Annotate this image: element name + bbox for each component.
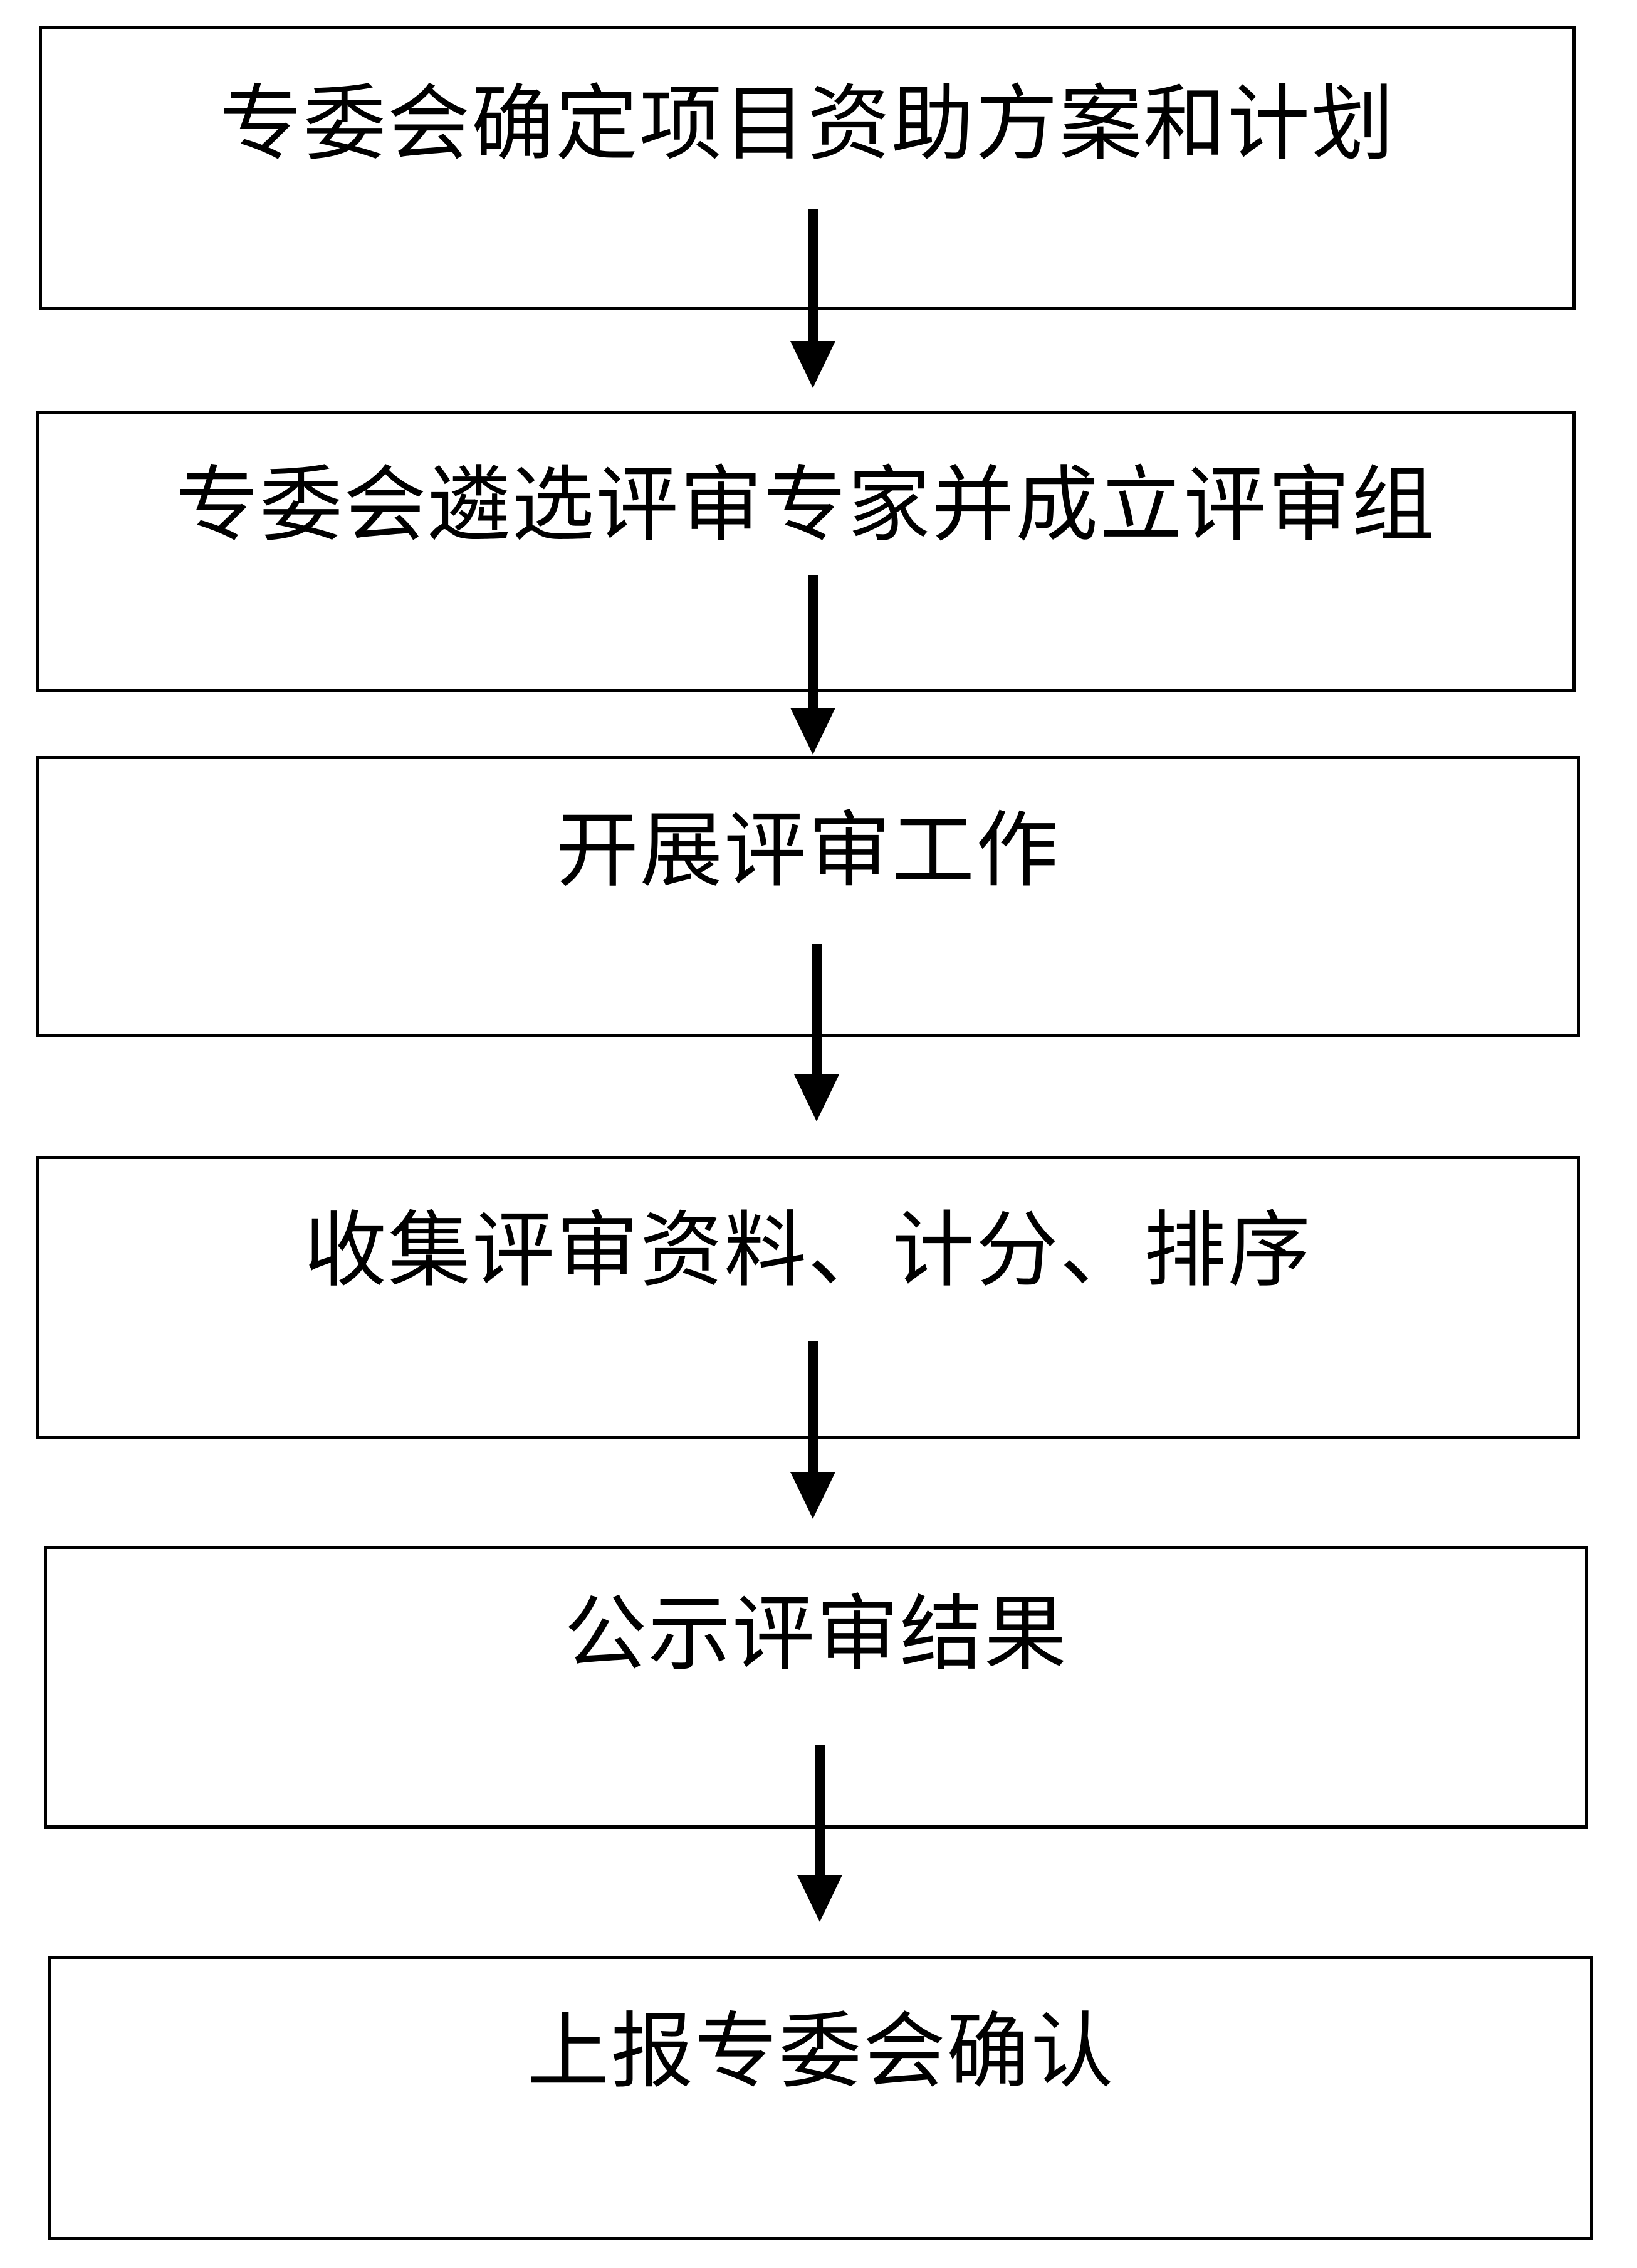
step-label-4: 收集评审资料、计分、排序 (304, 1202, 1312, 1299)
arrow-down-icon (795, 1745, 845, 1922)
step-label-3: 开展评审工作 (556, 802, 1060, 899)
step-box-2: 专委会遴选评审专家并成立评审组 (36, 411, 1576, 692)
step-box-3: 开展评审工作 (36, 756, 1580, 1037)
step-label-1: 专委会确定项目资助方案和计划 (219, 76, 1395, 172)
step-label-6: 上报专委会确认 (526, 2003, 1115, 2100)
arrow-down-icon (788, 209, 838, 388)
step-box-1: 专委会确定项目资助方案和计划 (39, 26, 1576, 310)
step-box-4: 收集评审资料、计分、排序 (36, 1156, 1580, 1439)
step-label-5: 公示评审结果 (564, 1586, 1068, 1683)
arrow-down-icon (788, 575, 838, 755)
step-box-6: 上报专委会确认 (48, 1956, 1593, 2240)
arrow-down-icon (788, 1341, 838, 1519)
step-label-2: 专委会遴选评审专家并成立评审组 (175, 457, 1436, 554)
arrow-down-icon (792, 944, 842, 1121)
